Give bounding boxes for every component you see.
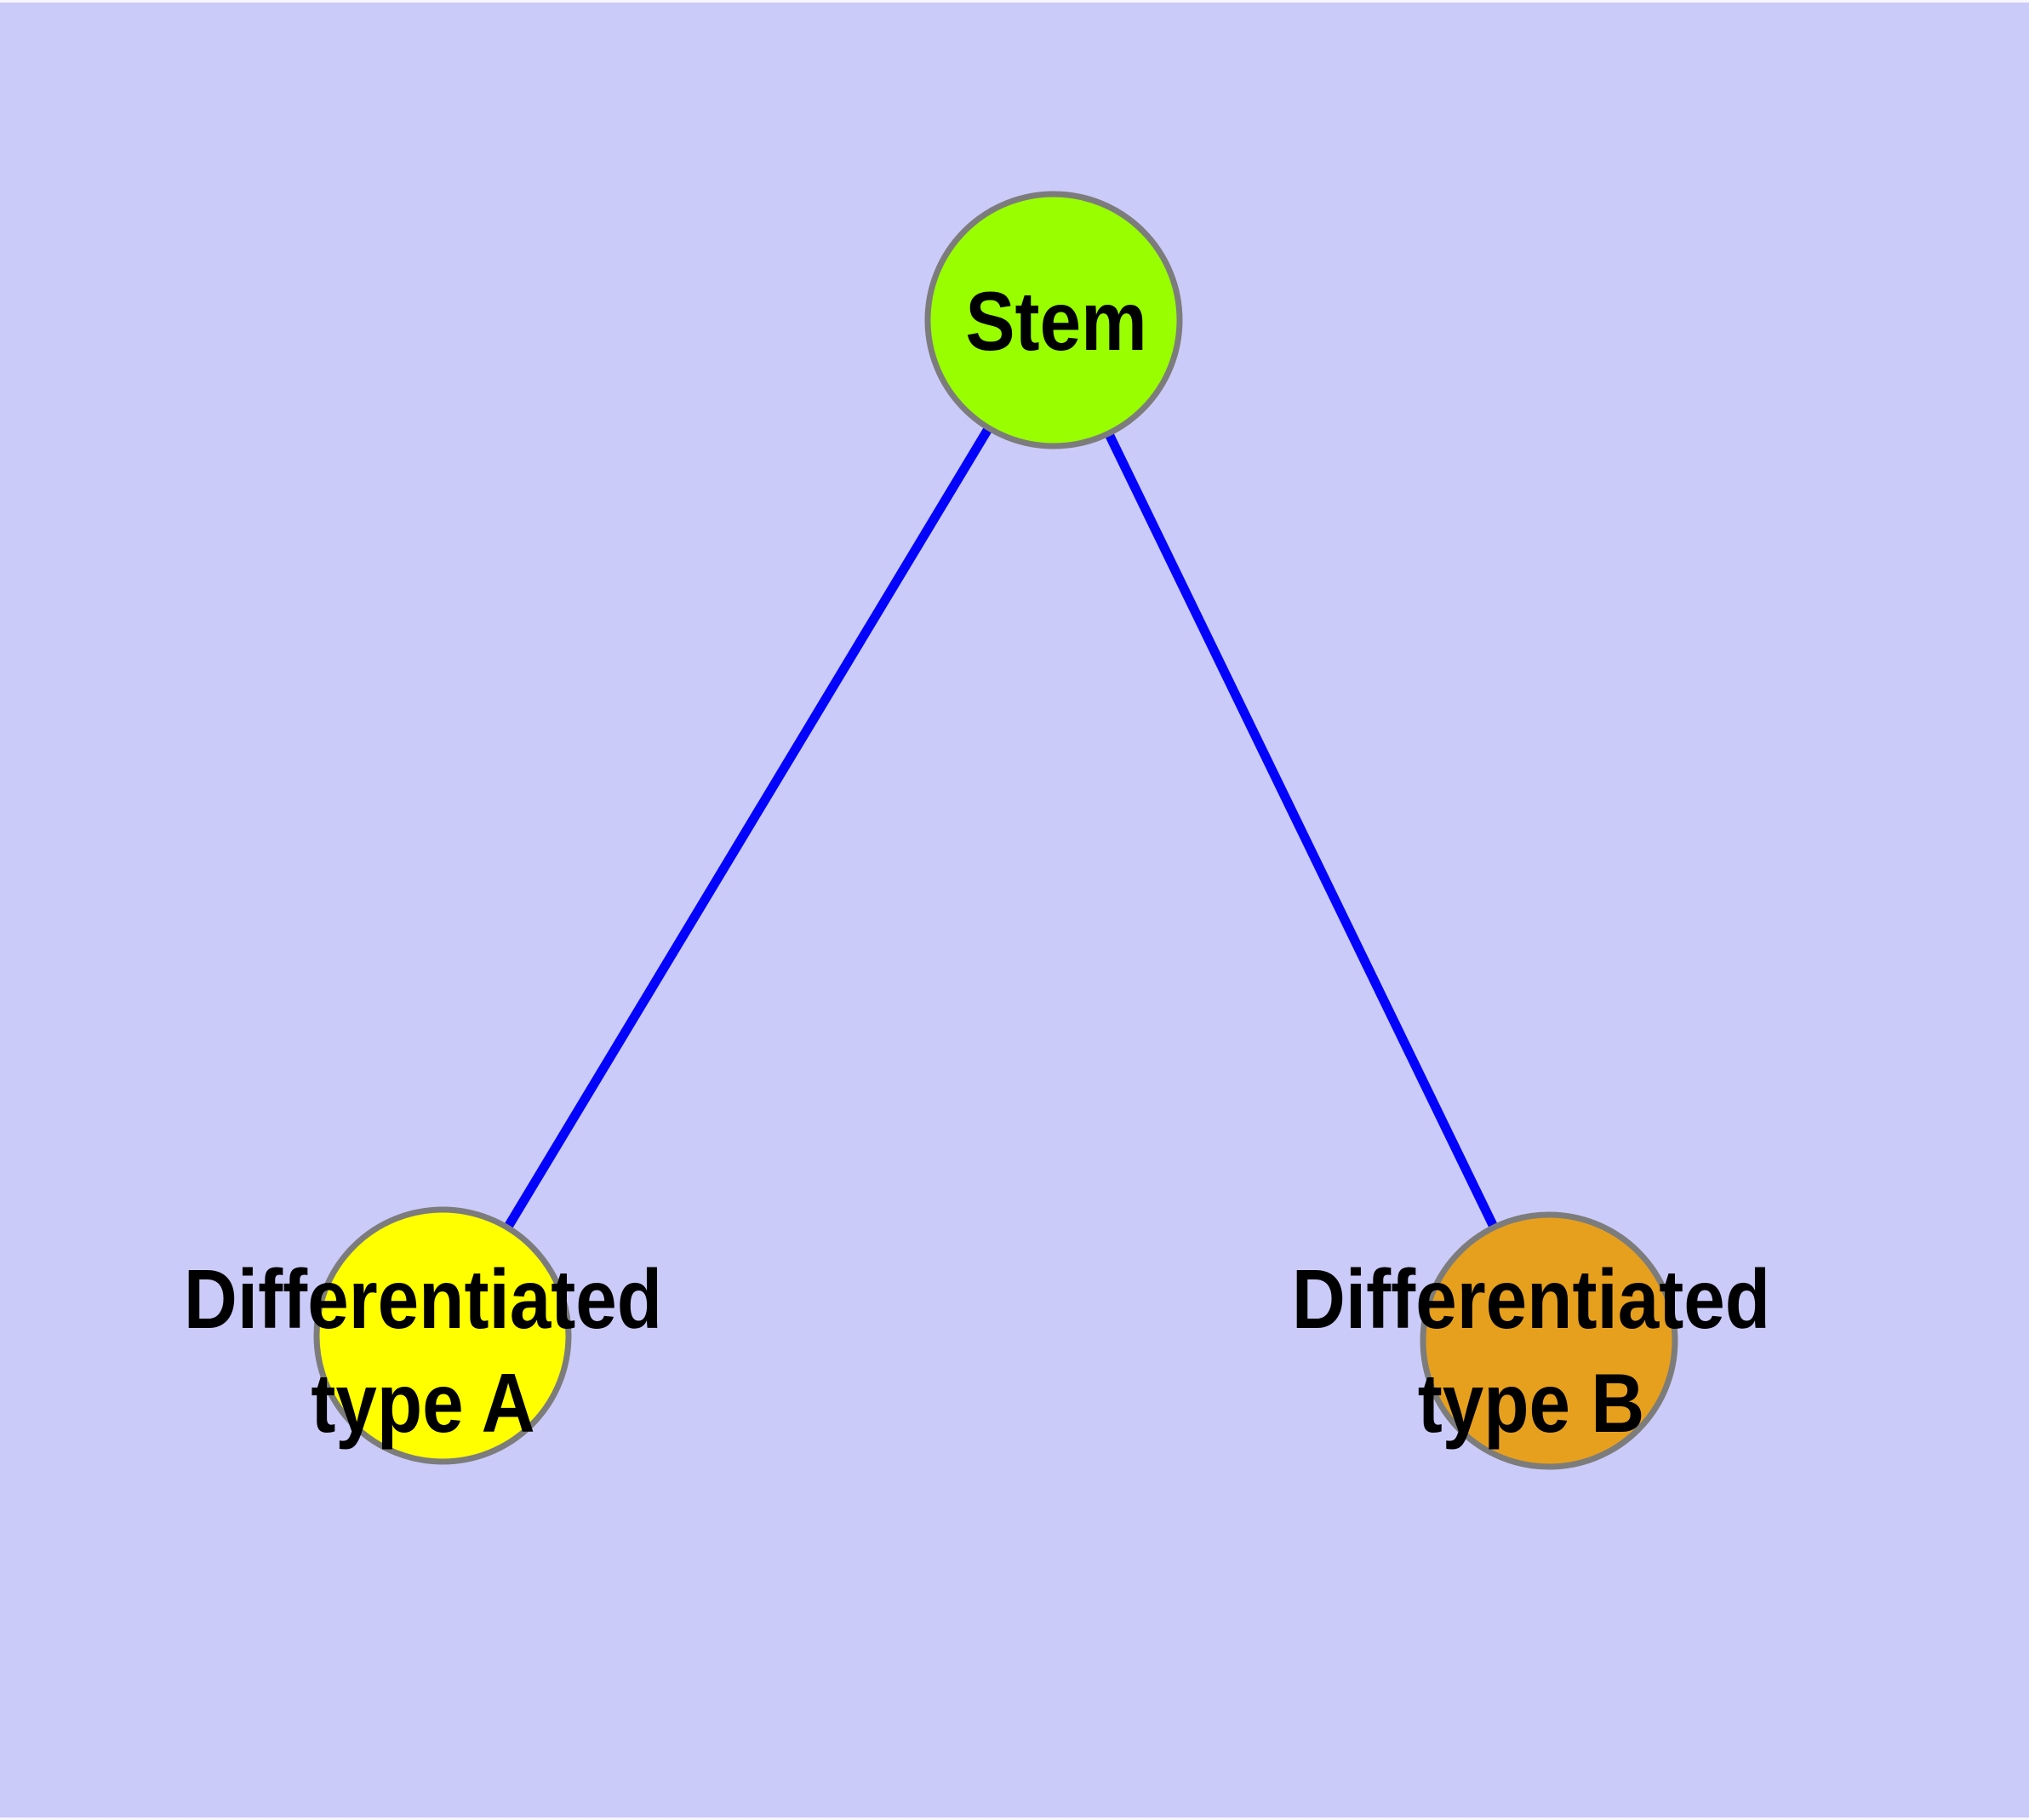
stem-node-circle	[924, 191, 1183, 449]
graph-svg	[313, 191, 1678, 1470]
edge-stem-to-type-b	[1049, 318, 1553, 1343]
type-b-node-circle	[1420, 1211, 1678, 1470]
type-a-node-circle	[313, 1206, 572, 1465]
edge-stem-to-type-a	[438, 318, 1058, 1338]
